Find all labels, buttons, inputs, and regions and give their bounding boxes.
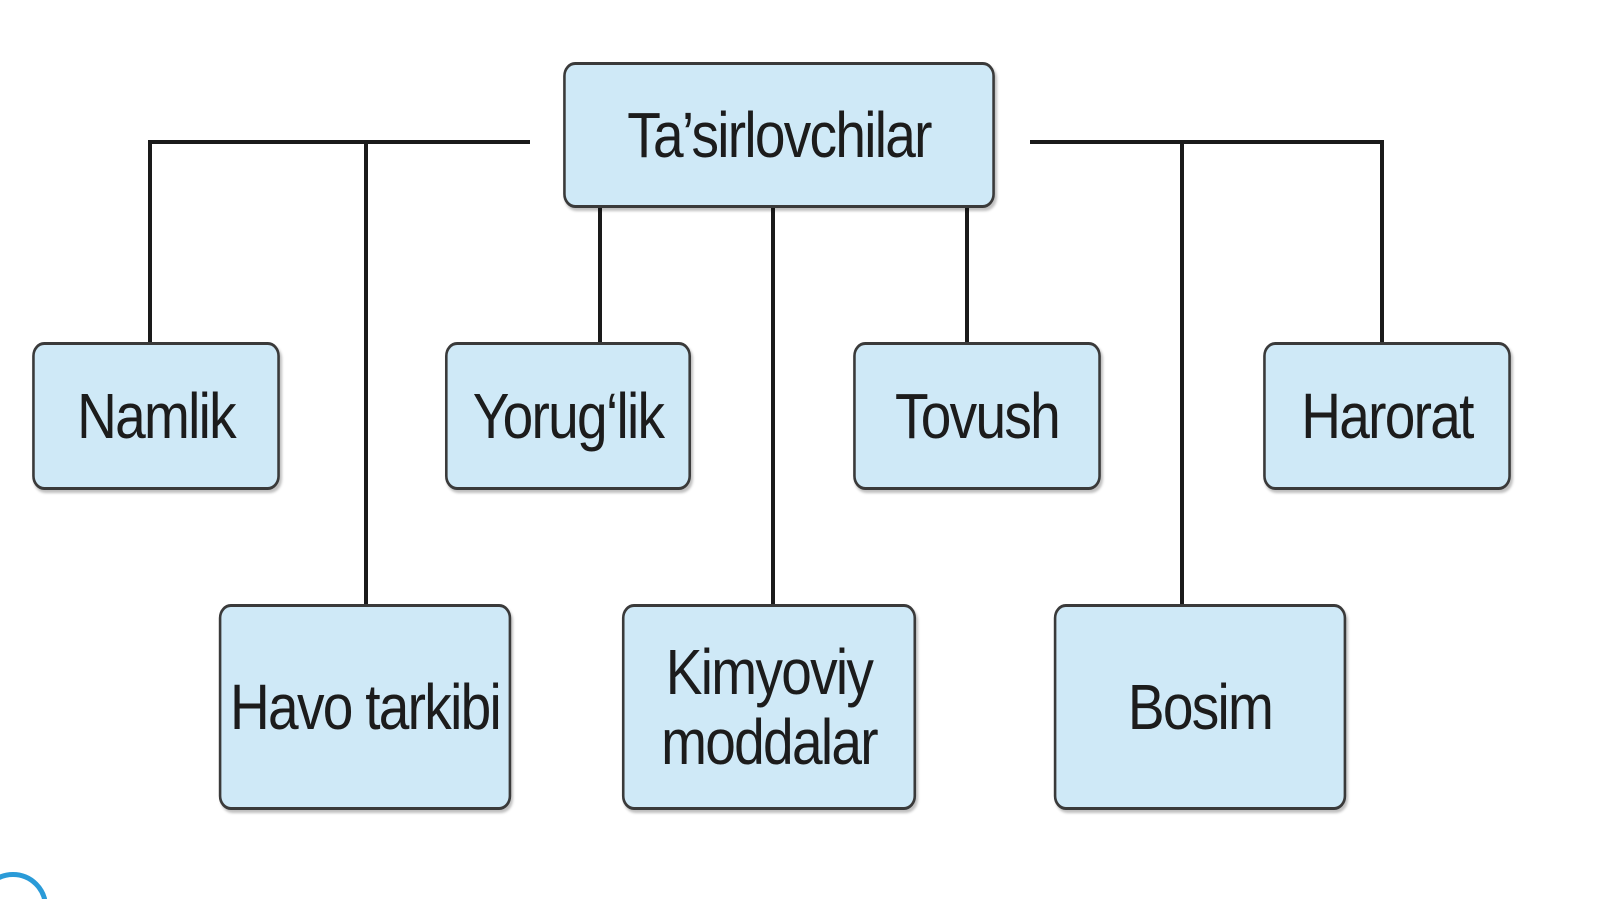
node-havo-tarkibi: Havo tarkibi <box>218 604 512 810</box>
node-tovush-label: Tovush <box>894 379 1061 452</box>
node-harorat-label: Harorat <box>1301 379 1474 452</box>
node-namlik-label: Namlik <box>77 379 237 452</box>
node-kimyoviy-label-line1: Kimyoviy <box>665 635 874 708</box>
node-kimyoviy-label-line2: moddalar <box>661 706 878 778</box>
connector-root-namlik <box>148 140 530 343</box>
node-tovush: Tovush <box>853 342 1101 490</box>
node-bosim-label: Bosim <box>1127 670 1274 743</box>
node-yoruglik: Yorug‘lik <box>445 342 691 490</box>
node-kimyoviy-moddalar: Kimyoviy moddalar <box>621 604 917 810</box>
connector-root-harorat <box>1030 140 1384 343</box>
node-yoruglik-label: Yorug‘lik <box>472 379 665 452</box>
root-node: Ta’sirlovchilar <box>563 62 995 208</box>
node-namlik: Namlik <box>32 342 280 490</box>
root-node-label: Ta’sirlovchilar <box>627 98 932 171</box>
node-bosim: Bosim <box>1053 604 1347 810</box>
node-harorat: Harorat <box>1263 342 1511 490</box>
node-havo-tarkibi-label: Havo tarkibi <box>230 670 502 743</box>
